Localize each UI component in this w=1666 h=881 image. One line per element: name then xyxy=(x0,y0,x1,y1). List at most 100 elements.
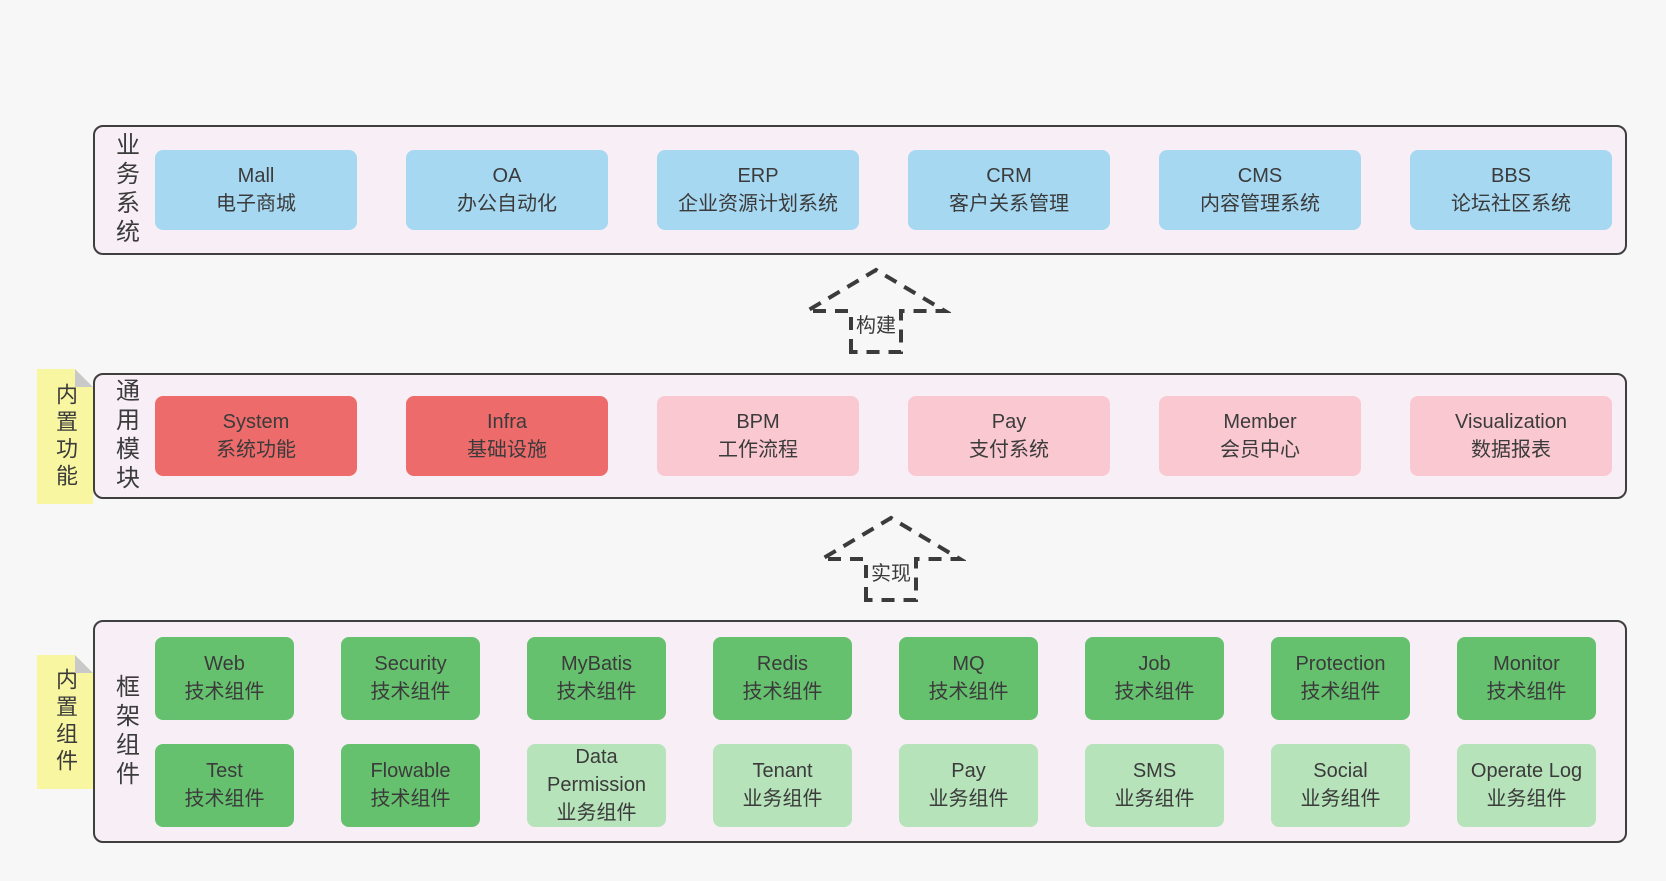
box-title: Social xyxy=(1313,760,1368,782)
tab-built-in-features: 内置功能 xyxy=(37,369,93,504)
box-crm: CRM 客户关系管理 xyxy=(908,150,1110,230)
box-title: Web xyxy=(204,653,245,675)
fold-corner-icon xyxy=(75,369,93,387)
box-title: Security xyxy=(374,653,447,675)
box-title: BBS xyxy=(1490,165,1532,187)
box-monitor: Monitor 技术组件 xyxy=(1457,636,1596,720)
box-subtitle: 技术组件 xyxy=(556,681,637,703)
box-title: OA xyxy=(492,165,522,187)
build-arrow: 构建 xyxy=(801,266,951,356)
box-subtitle: 支付系统 xyxy=(969,439,1049,461)
box-title: Operate Log xyxy=(1470,760,1583,782)
layer-label-text: 通用模块 xyxy=(111,378,139,494)
box-subtitle: 业务组件 xyxy=(556,802,637,824)
box-system: System 系统功能 xyxy=(155,396,357,476)
modules-boxes-row: System 系统功能 Infra 基础设施 BPM 工作流程 Pay 支付系统… xyxy=(155,375,1625,497)
box-subtitle: 客户关系管理 xyxy=(949,193,1069,215)
box-oa: OA 办公自动化 xyxy=(406,150,608,230)
box-test: Test 技术组件 xyxy=(155,743,294,827)
layer-label-text: 框架组件 xyxy=(111,673,139,790)
layer-label-text: 业务系统 xyxy=(111,132,139,248)
implement-arrow: 实现 xyxy=(816,514,966,604)
layer-framework-components: 框架组件 Web 技术组件 Security 技术组件 MyBatis 技术组件… xyxy=(93,620,1627,843)
box-redis: Redis 技术组件 xyxy=(713,636,852,720)
box-pay-biz: Pay 业务组件 xyxy=(899,743,1038,827)
box-title: BPM xyxy=(736,411,780,433)
layer-label-components: 框架组件 xyxy=(95,622,155,841)
box-subtitle: 业务组件 xyxy=(1486,788,1567,810)
tab-built-in-components: 内置组件 xyxy=(37,655,93,789)
box-title: Test xyxy=(206,760,243,782)
box-subtitle: 技术组件 xyxy=(1486,681,1567,703)
tab-text: 内置组件 xyxy=(53,668,78,776)
box-title: Monitor xyxy=(1493,653,1560,675)
box-subtitle: 工作流程 xyxy=(718,439,798,461)
box-title: CRM xyxy=(986,165,1032,187)
box-title: Job xyxy=(1138,653,1171,675)
up-block-arrow-icon xyxy=(816,515,966,602)
box-subtitle: 论坛社区系统 xyxy=(1451,193,1571,215)
box-subtitle: 技术组件 xyxy=(742,681,823,703)
box-sms: SMS 业务组件 xyxy=(1085,743,1224,827)
box-cms: CMS 内容管理系统 xyxy=(1159,150,1361,230)
implement-arrow-label: 实现 xyxy=(816,556,966,587)
box-infra: Infra 基础设施 xyxy=(406,396,608,476)
box-subtitle: 数据报表 xyxy=(1471,439,1551,461)
build-arrow-label: 构建 xyxy=(801,308,951,339)
layer-label-business: 业务系统 xyxy=(95,127,155,253)
box-subtitle: 技术组件 xyxy=(1114,681,1195,703)
box-subtitle: 技术组件 xyxy=(184,681,265,703)
box-subtitle: 企业资源计划系统 xyxy=(678,193,838,215)
box-subtitle: 业务组件 xyxy=(1114,788,1195,810)
box-erp: ERP 企业资源计划系统 xyxy=(657,150,859,230)
box-security: Security 技术组件 xyxy=(341,636,480,720)
box-subtitle: 业务组件 xyxy=(928,788,1009,810)
layer-label-modules: 通用模块 xyxy=(95,375,155,497)
box-title: Flowable xyxy=(370,760,451,782)
layer-business-systems: 业务系统 Mall 电子商城 OA 办公自动化 ERP 企业资源计划系统 CRM… xyxy=(93,125,1627,255)
box-subtitle: 技术组件 xyxy=(184,788,265,810)
box-bpm: BPM 工作流程 xyxy=(657,396,859,476)
box-title: Visualization xyxy=(1455,411,1567,433)
box-title: Mall xyxy=(237,165,275,187)
box-web: Web 技术组件 xyxy=(155,636,294,720)
box-mybatis: MyBatis 技术组件 xyxy=(527,636,666,720)
box-title: Data Permission xyxy=(547,746,646,796)
box-title: Infra xyxy=(486,411,528,433)
box-subtitle: 内容管理系统 xyxy=(1200,193,1320,215)
box-member: Member 会员中心 xyxy=(1159,396,1361,476)
box-job: Job 技术组件 xyxy=(1085,636,1224,720)
box-subtitle: 系统功能 xyxy=(216,439,296,461)
box-data-permission: Data Permission 业务组件 xyxy=(527,743,666,827)
box-title: MyBatis xyxy=(560,653,633,675)
fold-corner-icon xyxy=(75,655,93,673)
box-subtitle: 业务组件 xyxy=(1300,788,1381,810)
box-title: Protection xyxy=(1295,653,1386,675)
box-subtitle: 电子商城 xyxy=(216,193,296,215)
box-bbs: BBS 论坛社区系统 xyxy=(1410,150,1612,230)
box-social: Social 业务组件 xyxy=(1271,743,1410,827)
box-mall: Mall 电子商城 xyxy=(155,150,357,230)
components-boxes-grid: Web 技术组件 Security 技术组件 MyBatis 技术组件 Redi… xyxy=(155,622,1625,841)
box-title: System xyxy=(222,411,290,433)
box-title: MQ xyxy=(952,653,985,675)
box-title: Redis xyxy=(756,653,809,675)
box-flowable: Flowable 技术组件 xyxy=(341,743,480,827)
box-title: CMS xyxy=(1237,165,1283,187)
box-subtitle: 会员中心 xyxy=(1220,439,1300,461)
box-mq: MQ 技术组件 xyxy=(899,636,1038,720)
box-title: ERP xyxy=(737,165,779,187)
box-visualization: Visualization 数据报表 xyxy=(1410,396,1612,476)
box-subtitle: 技术组件 xyxy=(928,681,1009,703)
box-pay: Pay 支付系统 xyxy=(908,396,1110,476)
box-title: Pay xyxy=(951,760,986,782)
box-operate-log: Operate Log 业务组件 xyxy=(1457,743,1596,827)
layer-common-modules: 通用模块 System 系统功能 Infra 基础设施 BPM 工作流程 Pay… xyxy=(93,373,1627,499)
box-subtitle: 办公自动化 xyxy=(457,193,557,215)
box-subtitle: 技术组件 xyxy=(1300,681,1381,703)
box-title: Member xyxy=(1223,411,1297,433)
business-boxes-row: Mall 电子商城 OA 办公自动化 ERP 企业资源计划系统 CRM 客户关系… xyxy=(155,127,1625,253)
box-subtitle: 技术组件 xyxy=(370,788,451,810)
box-tenant: Tenant 业务组件 xyxy=(713,743,852,827)
box-title: SMS xyxy=(1132,760,1177,782)
